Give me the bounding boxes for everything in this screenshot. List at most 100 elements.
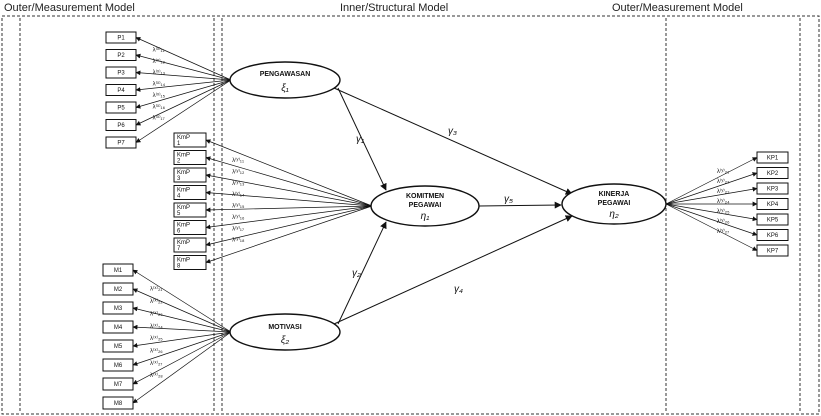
- loading-arrow: [132, 331, 232, 404]
- indicator-label: P3: [117, 71, 125, 77]
- indicator-motivasi-5: M5: [102, 339, 134, 353]
- indicator-label: M7: [114, 382, 123, 388]
- indicator-motivasi-2: M2: [102, 282, 134, 296]
- indicator-label: 6: [177, 229, 181, 235]
- indicator-label: KmP: [177, 170, 190, 176]
- path-label-gamma4: γ₄: [454, 284, 463, 295]
- indicator-label: P4: [117, 88, 125, 94]
- indicator-motivasi-7: M7: [102, 377, 134, 391]
- path-beta-arrow: [478, 201, 562, 209]
- latent-komitmen-label-1: KOMITMEN: [406, 193, 444, 200]
- loading-arrow: [132, 288, 232, 333]
- loading-label: λ⁽ˣ⁾₂₃: [150, 310, 163, 317]
- indicator-label: 3: [177, 176, 181, 182]
- indicator-label: KmP: [177, 188, 190, 194]
- indicator-kinerja-2: KP2: [756, 167, 789, 179]
- latent-pengawasan: PENGAWASAN ξ₁: [229, 61, 341, 99]
- indicator-label: P6: [117, 123, 125, 129]
- loading-label: λ⁽ʸ⁾₂₂: [717, 178, 730, 185]
- loading-arrow: [205, 205, 373, 264]
- indicator-label: 8: [177, 264, 181, 270]
- indicator-label: 7: [177, 246, 181, 252]
- latent-komitmen-label-2: PEGAWAI: [409, 202, 442, 209]
- loading-arrow: [135, 79, 232, 92]
- indicator-label: KmP: [177, 153, 190, 159]
- latent-motivasi-label: MOTIVASI: [268, 324, 301, 331]
- indicator-label: KmP: [177, 205, 190, 211]
- loading-label: λ⁽ˣ⁾₁₂: [153, 58, 166, 65]
- latent-pengawasan-label: PENGAWASAN: [260, 71, 311, 78]
- indicator-kinerja-7: KP7: [756, 244, 789, 257]
- indicator-label: KP2: [767, 171, 779, 177]
- indicator-label: KP6: [767, 233, 779, 239]
- loading-arrow: [132, 331, 232, 348]
- indicator-label: M5: [114, 344, 123, 350]
- loading-label: λ⁽ʸ⁾₂₅: [717, 208, 730, 215]
- indicator-label: M1: [114, 268, 123, 274]
- latent-kinerja-symbol: η₂: [609, 209, 619, 220]
- latent-motivasi: MOTIVASI ξ₂: [229, 313, 341, 351]
- indicator-pengawasan-6: P6: [105, 119, 137, 131]
- loading-arrow: [205, 156, 373, 207]
- indicator-kinerja-3: KP3: [756, 182, 789, 195]
- loading-label: λ⁽ʸ⁾₁₂: [232, 168, 245, 175]
- loading-arrow: [205, 205, 373, 247]
- loading-arrow: [205, 139, 373, 207]
- loading-label: λ⁽ʸ⁾₂₆: [717, 218, 730, 225]
- indicator-label: P7: [117, 141, 125, 147]
- outer-frame: [1, 15, 820, 415]
- loading-label: λ⁽ʸ⁾₁₁: [232, 157, 244, 164]
- indicator-label: P1: [117, 36, 125, 42]
- loading-arrow: [132, 269, 232, 333]
- path-gamma1-arrow: [337, 87, 387, 191]
- loading-label: λ⁽ˣ⁾₂₆: [150, 347, 163, 354]
- center-region-title: Inner/Structural Model: [340, 2, 449, 14]
- loading-label: λ⁽ˣ⁾₁₆: [153, 103, 166, 110]
- loading-arrow: [135, 79, 232, 143]
- path-label-gamma2: γ₂: [352, 268, 361, 279]
- loading-label: λ⁽ʸ⁾₂₇: [717, 228, 729, 235]
- indicator-pengawasan-4: P4: [105, 84, 137, 96]
- loading-label: λ⁽ˣ⁾₁₅: [153, 92, 166, 99]
- indicator-label: KP5: [767, 218, 779, 224]
- loading-label: λ⁽ˣ⁾₁₇: [153, 115, 165, 122]
- loading-arrow: [665, 203, 758, 251]
- loading-arrow: [135, 79, 232, 126]
- loading-label: λ⁽ʸ⁾₁₈: [232, 237, 245, 244]
- indicator-label: P2: [117, 53, 125, 59]
- loading-arrow: [132, 324, 232, 333]
- indicator-motivasi-8: M8: [102, 396, 134, 410]
- loading-arrow: [665, 203, 758, 222]
- loading-arrow: [132, 306, 232, 333]
- path-label-gamma3: γ₃: [448, 126, 457, 137]
- path-label-beta: γ₅: [504, 194, 513, 205]
- latent-kinerja-pegawai: KINERJA PEGAWAI η₂: [561, 183, 667, 225]
- loading-label: λ⁽ˣ⁾₂₅: [150, 335, 163, 342]
- loading-label: λ⁽ʸ⁾₂₄: [717, 198, 730, 205]
- loading-label: λ⁽ˣ⁾₂₄: [150, 323, 163, 330]
- indicator-label: KmP: [177, 135, 190, 141]
- loading-arrow: [132, 331, 232, 366]
- path-label-gamma1: γ₁: [356, 134, 364, 145]
- loading-arrow: [135, 79, 232, 109]
- indicator-motivasi-1: M1: [102, 263, 134, 277]
- indicator-label: M6: [114, 363, 123, 369]
- indicator-label: M4: [114, 325, 123, 331]
- latent-pengawasan-symbol: ξ₁: [281, 83, 289, 94]
- indicator-motivasi-6: M6: [102, 358, 134, 372]
- indicator-kinerja-1: KP1: [756, 151, 789, 164]
- loading-arrow: [665, 172, 758, 205]
- indicator-label: M2: [114, 287, 123, 293]
- loading-arrow: [135, 53, 232, 81]
- loading-arrow: [665, 157, 758, 205]
- latent-kinerja-label-2: PEGAWAI: [598, 200, 631, 207]
- loading-arrow: [205, 173, 373, 207]
- indicator-kinerja-5: KP5: [756, 213, 789, 226]
- loading-label: λ⁽ˣ⁾₁₃: [153, 69, 166, 76]
